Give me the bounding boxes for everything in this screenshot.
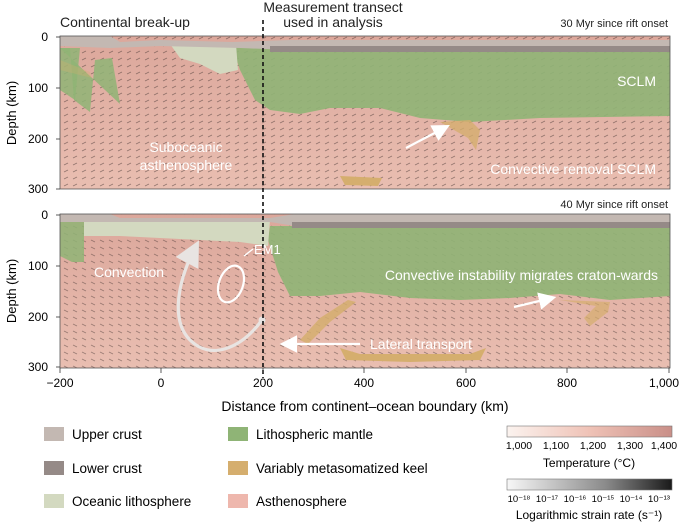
temperature-tick: 1,100 (543, 440, 569, 452)
panel-1-ytick-0: 0 (41, 30, 48, 44)
x-tick-label: 600 (456, 376, 476, 390)
panel-2-em1-label: EM1 (254, 242, 281, 257)
temperature-tick: 1,200 (580, 440, 606, 452)
legend-swatch-lower-crust (44, 461, 64, 475)
panel-1-ytick-100: 100 (28, 81, 48, 95)
temperature-tick: 1,000 (506, 440, 532, 452)
panel-2-y-axis-label: Depth (km) (4, 259, 19, 323)
legend: Upper crust Lower crust Oceanic lithosph… (44, 425, 677, 522)
strain-tick: 10⁻¹⁷ (536, 494, 559, 505)
panel-1-lithospheric-mantle (232, 46, 670, 122)
legend-swatch-keel (228, 461, 248, 475)
panel-2-instability-arrow (513, 292, 557, 310)
panel-1-asthen-label-2: asthenosphere (140, 157, 233, 173)
panel-1-oceanic-lithosphere (170, 44, 238, 74)
x-tick-label: 800 (557, 376, 577, 390)
x-axis-label: Distance from continent–ocean boundary (… (221, 398, 508, 414)
panel-1-y-axis-label: Depth (km) (4, 81, 19, 145)
strain-rate-colorbar (506, 478, 673, 491)
legend-swatch-lithospheric-mantle (228, 427, 248, 441)
panel-2-instability-label: Convective instability migrates craton-w… (385, 267, 658, 283)
x-tick-label: 200 (253, 376, 273, 390)
panel-2-ytick-200: 200 (28, 310, 48, 324)
panel-2-convection-label: Convection (94, 264, 164, 280)
panel-2-y-ticks (56, 214, 60, 368)
transect-label-line-2: used in analysis (283, 14, 383, 30)
panel-1 (59, 35, 671, 190)
legend-label-asthenosphere: Asthenosphere (256, 494, 347, 509)
panel-2-lower-crust (292, 222, 670, 228)
panel-2-ytick-100: 100 (28, 259, 48, 273)
transect-label-line-1: Measurement transect (263, 0, 402, 15)
x-tick-label: 400 (354, 376, 374, 390)
panel-1-arrow (405, 124, 450, 149)
panel-1-ytick-300: 300 (28, 182, 48, 196)
strain-tick: 10⁻¹³ (648, 494, 670, 505)
panel-1-time-label: 30 Myr since rift onset (560, 18, 668, 30)
x-tick-label: 0 (158, 376, 165, 390)
x-tick-label: −200 (46, 376, 73, 390)
panel-2 (59, 213, 671, 369)
panel-1-title: Continental break-up (60, 14, 190, 30)
panel-1-lower-crust (270, 46, 670, 52)
strain-tick: 10⁻¹⁵ (592, 494, 615, 505)
panel-1-asthen-label-1: Suboceanic (149, 139, 222, 155)
strain-tick: 10⁻¹⁶ (564, 494, 587, 505)
panel-2-ytick-0: 0 (41, 208, 48, 222)
legend-label-oceanic-lithosphere: Oceanic lithosphere (72, 494, 191, 509)
panel-1-keel (340, 176, 382, 186)
panel-2-keel (340, 348, 486, 362)
temperature-tick: 1,400 (651, 440, 677, 452)
legend-swatch-oceanic-lithosphere (44, 494, 64, 508)
strain-rate-label: Logarithmic strain rate (s⁻¹) (516, 508, 662, 522)
panel-2-lateral-label: Lateral transport (370, 336, 472, 352)
panel-1-removal-label: Convective removal SCLM (490, 161, 656, 177)
x-tick-label: 1,000 (649, 376, 679, 390)
panel-2-ytick-300: 300 (28, 360, 48, 374)
strain-tick: 10⁻¹⁴ (620, 494, 643, 505)
panel-2-lithospheric-mantle (268, 226, 670, 300)
legend-swatch-upper-crust (44, 427, 64, 441)
panel-2-time-label: 40 Myr since rift onset (560, 199, 668, 211)
x-ticks (59, 368, 670, 373)
panel-2-oceanic-lithosphere (84, 220, 270, 246)
panel-2-convection-arrow (175, 240, 264, 352)
legend-label-keel: Variably metasomatized keel (256, 461, 428, 476)
legend-label-lower-crust: Lower crust (72, 461, 142, 476)
panel-2-em1-ellipse (216, 264, 246, 304)
panel-1-y-ticks (56, 36, 60, 190)
panel-1-sclm-label: SCLM (617, 73, 656, 89)
temperature-colorbar (506, 425, 673, 438)
legend-label-upper-crust: Upper crust (72, 427, 142, 442)
panel-1-ytick-200: 200 (28, 132, 48, 146)
legend-swatch-asthenosphere (228, 494, 248, 508)
temperature-label: Temperature (°C) (543, 456, 635, 470)
strain-tick: 10⁻¹⁸ (508, 494, 531, 505)
legend-label-lithospheric-mantle: Lithospheric mantle (256, 427, 373, 442)
temperature-tick: 1,300 (617, 440, 643, 452)
